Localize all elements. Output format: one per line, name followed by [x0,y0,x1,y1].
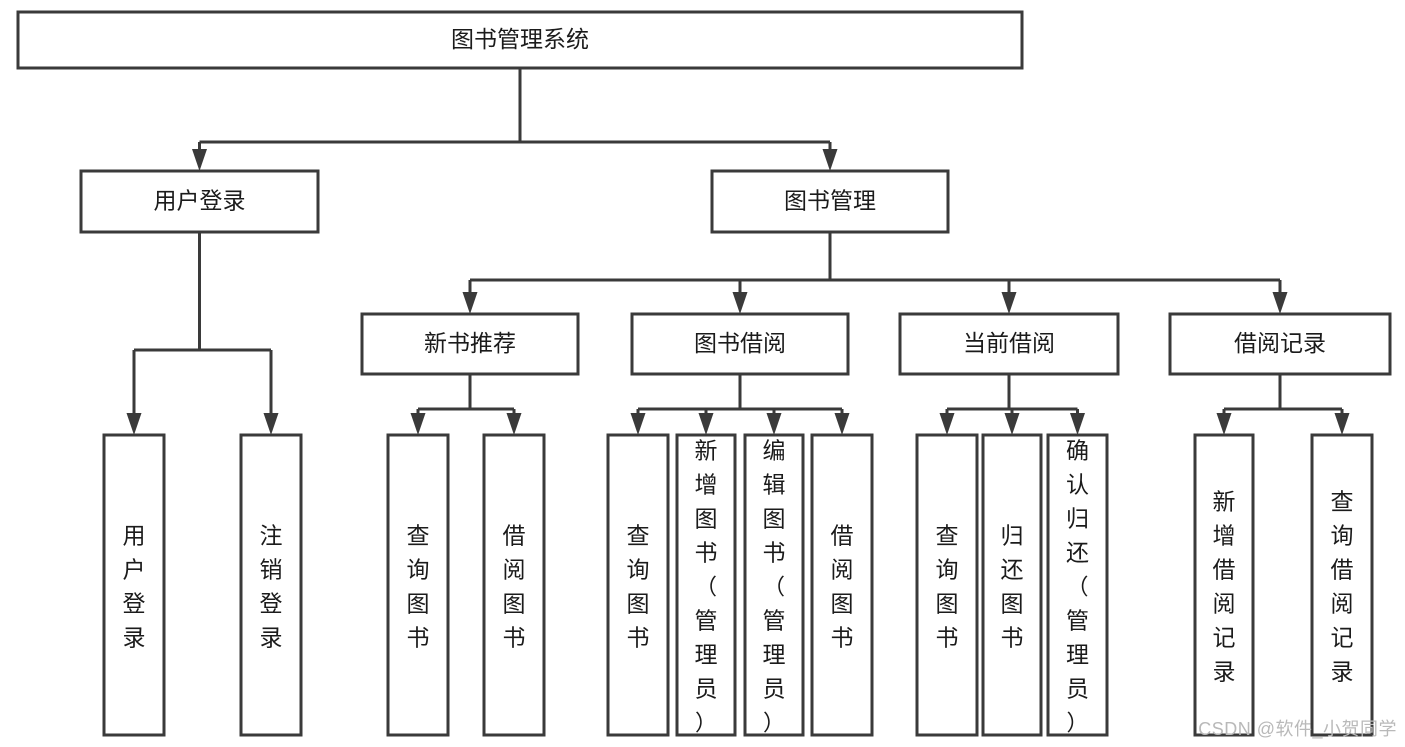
arrow-head-icon-leaf-query-borrow-record [1334,413,1350,435]
node-new-book-recommend[interactable]: 新书推荐 [360,312,580,376]
node-label-book-management: 图书管理 [784,188,876,214]
node-layer: 图书管理系统用户登录图书管理新书推荐图书借阅当前借阅借阅记录用户登录注销登录查询… [16,10,1392,737]
node-box-leaf-add-book-admin[interactable] [675,433,737,737]
node-label-leaf-add-book-admin: 新增图书（管理员） [695,438,718,736]
arrow-head-icon-leaf-query-book-2 [630,413,646,435]
node-leaf-add-book-admin[interactable]: 新增图书（管理员） [675,433,737,737]
node-label-user-login: 用户登录 [154,188,246,214]
node-label-book-borrow: 图书借阅 [694,330,786,356]
node-label-leaf-return-book: 归还图书 [1001,523,1024,651]
node-leaf-confirm-return-admin[interactable]: 确认归还（管理员） [1046,433,1109,737]
node-label-new-book-recommend: 新书推荐 [424,330,516,356]
node-label-leaf-logout-login: 注销登录 [260,523,283,651]
node-label-leaf-query-book-2: 查询图书 [627,523,650,651]
node-label-leaf-add-borrow-record: 新增借阅记录 [1213,489,1236,685]
arrow-head-icon-leaf-add-borrow-record [1216,413,1232,435]
node-root[interactable]: 图书管理系统 [16,10,1024,70]
node-label-leaf-query-book-1: 查询图书 [407,523,430,651]
node-box-user-login[interactable] [79,169,320,234]
connector-group-new-book-recommend [410,374,522,435]
arrow-head-icon-user-login [192,149,207,171]
arrow-head-icon-leaf-confirm-return-admin [1070,413,1085,435]
connector-group-root [192,68,838,171]
node-box-leaf-logout-login[interactable] [239,433,303,737]
node-box-leaf-query-book-3[interactable] [915,433,979,737]
node-leaf-logout-login[interactable]: 注销登录 [239,433,303,737]
node-box-leaf-user-login[interactable] [102,433,166,737]
node-box-leaf-return-book[interactable] [981,433,1043,737]
connector-group-user-login [126,232,279,435]
node-label-leaf-borrow-book-1: 借阅图书 [503,523,526,651]
node-box-current-borrow[interactable] [898,312,1120,376]
arrow-head-icon-borrow-record [1272,292,1288,314]
node-box-new-book-recommend[interactable] [360,312,580,376]
connector-group-current-borrow [939,374,1085,435]
node-box-borrow-record[interactable] [1168,312,1392,376]
node-current-borrow[interactable]: 当前借阅 [898,312,1120,376]
node-box-root[interactable] [16,10,1024,70]
node-leaf-add-borrow-record[interactable]: 新增借阅记录 [1193,433,1255,737]
node-leaf-query-book-1[interactable]: 查询图书 [386,433,450,737]
arrow-head-icon-leaf-user-login [126,413,142,435]
node-box-leaf-query-book-1[interactable] [386,433,450,737]
node-box-leaf-borrow-book-2[interactable] [810,433,874,737]
arrow-head-icon-book-management [822,149,838,171]
arrow-head-icon-leaf-borrow-book-2 [834,413,850,435]
node-leaf-query-borrow-record[interactable]: 查询借阅记录 [1310,433,1374,737]
arrow-head-icon-current-borrow [1001,292,1017,314]
node-label-current-borrow: 当前借阅 [963,330,1055,356]
node-borrow-record[interactable]: 借阅记录 [1168,312,1392,376]
watermark-text: CSDN @软件_小贺同学 [1198,719,1397,739]
node-leaf-borrow-book-2[interactable]: 借阅图书 [810,433,874,737]
arrow-head-icon-book-borrow [732,292,748,314]
node-user-login[interactable]: 用户登录 [79,169,320,234]
node-label-leaf-edit-book-admin: 编辑图书（管理员） [763,438,786,736]
node-box-leaf-edit-book-admin[interactable] [743,433,805,737]
connector-group-book-borrow [630,374,850,435]
arrow-head-icon-leaf-edit-book-admin [766,413,782,435]
node-label-leaf-borrow-book-2: 借阅图书 [831,523,854,651]
node-book-management[interactable]: 图书管理 [710,169,950,234]
connector-group-book-management [462,232,1288,314]
connector-group-borrow-record [1216,374,1350,435]
node-leaf-return-book[interactable]: 归还图书 [981,433,1043,737]
node-leaf-edit-book-admin[interactable]: 编辑图书（管理员） [743,433,805,737]
node-label-borrow-record: 借阅记录 [1234,330,1326,356]
node-box-book-management[interactable] [710,169,950,234]
arrow-head-icon-leaf-logout-login [263,413,279,435]
arrow-head-icon-leaf-add-book-admin [698,413,714,435]
node-book-borrow[interactable]: 图书借阅 [630,312,850,376]
node-label-leaf-query-borrow-record: 查询借阅记录 [1331,489,1354,685]
arrow-head-icon-leaf-query-book-1 [410,413,426,435]
node-leaf-borrow-book-1[interactable]: 借阅图书 [482,433,546,737]
connector-layer [126,68,1350,435]
node-leaf-user-login[interactable]: 用户登录 [102,433,166,737]
arrow-head-icon-leaf-borrow-book-1 [506,413,522,435]
node-box-leaf-borrow-book-1[interactable] [482,433,546,737]
node-label-leaf-confirm-return-admin: 确认归还（管理员） [1066,438,1089,736]
node-label-leaf-query-book-3: 查询图书 [936,523,959,651]
node-leaf-query-book-3[interactable]: 查询图书 [915,433,979,737]
node-box-leaf-query-book-2[interactable] [606,433,670,737]
arrow-head-icon-leaf-return-book [1004,413,1020,435]
node-leaf-query-book-2[interactable]: 查询图书 [606,433,670,737]
node-label-root: 图书管理系统 [451,26,589,52]
arrow-head-icon-new-book-recommend [462,292,478,314]
node-box-book-borrow[interactable] [630,312,850,376]
node-box-leaf-query-borrow-record[interactable] [1310,433,1374,737]
node-box-leaf-confirm-return-admin[interactable] [1046,433,1109,737]
node-label-leaf-user-login: 用户登录 [123,523,146,651]
arrow-head-icon-leaf-query-book-3 [939,413,955,435]
node-box-leaf-add-borrow-record[interactable] [1193,433,1255,737]
